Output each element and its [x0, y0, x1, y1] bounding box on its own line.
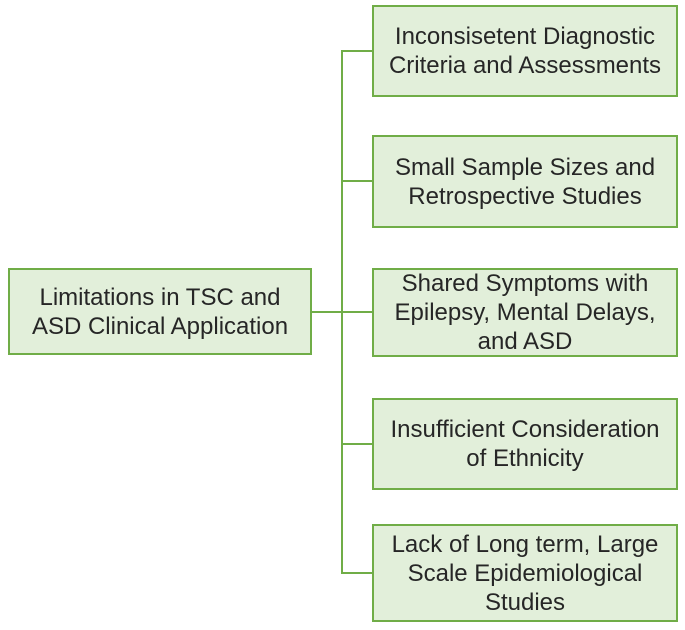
node-branch-epidemiological-studies: Lack of Long term, Large Scale Epidemiol… [372, 524, 678, 622]
connector-branch-line [341, 443, 372, 445]
node-branch-shared-symptoms: Shared Symptoms with Epilepsy, Mental De… [372, 268, 678, 357]
node-branch-label: Shared Symptoms with Epilepsy, Mental De… [394, 270, 656, 355]
node-branch-sample-sizes: Small Sample Sizes and Retrospective Stu… [372, 135, 678, 228]
node-root-label: Limitations in TSC and ASD Clinical Appl… [31, 283, 289, 340]
node-branch-label: Lack of Long term, Large Scale Epidemiol… [391, 530, 659, 616]
connector-branch-line [341, 572, 372, 574]
connector-branch-line [341, 50, 372, 52]
connector-branch-line [341, 180, 372, 182]
connector-root-line [312, 311, 342, 313]
node-branch-label: Inconsisetent Diagnostic Criteria and As… [388, 23, 662, 79]
node-branch-diagnostic-criteria: Inconsisetent Diagnostic Criteria and As… [372, 5, 678, 97]
node-root: Limitations in TSC and ASD Clinical Appl… [8, 268, 312, 355]
node-branch-label: Insufficient Consideration of Ethnicity [390, 416, 660, 472]
connector-branch-line [341, 311, 372, 313]
node-branch-ethnicity: Insufficient Consideration of Ethnicity [372, 398, 678, 490]
node-branch-label: Small Sample Sizes and Retrospective Stu… [394, 153, 656, 210]
